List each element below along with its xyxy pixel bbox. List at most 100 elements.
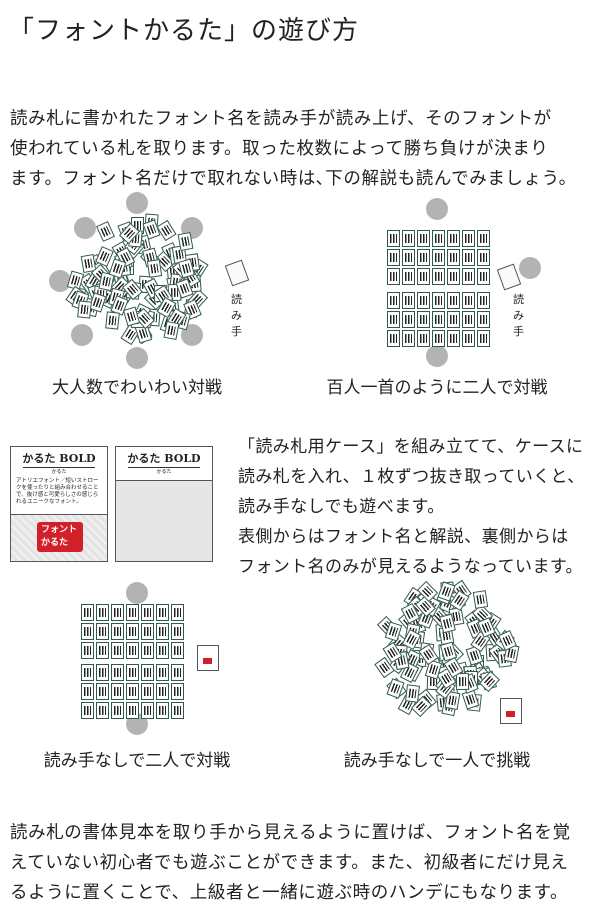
karuta-card	[156, 623, 169, 640]
karuta-card	[111, 604, 124, 621]
outro-line: るように置くことで、上級者と一緒に遊ぶ時のハンデにもなります。	[10, 883, 569, 903]
case-text-line: 表側からはフォント名と解説、裏側からは	[238, 527, 569, 547]
karuta-card	[111, 702, 124, 719]
karuta-card	[96, 604, 109, 621]
karuta-card	[417, 292, 430, 309]
karuta-card	[126, 623, 139, 640]
caption-group: 大人数でわいわい対戦	[52, 378, 222, 398]
karuta-card	[141, 683, 154, 700]
karuta-card	[387, 311, 400, 328]
reader-card-icon	[224, 259, 250, 287]
karuta-card	[76, 300, 92, 319]
intro-line: 使われている札を取ります。取った枚数によって勝ち負けが決まり	[10, 139, 549, 159]
karuta-card	[387, 268, 400, 285]
karuta-card	[111, 623, 124, 640]
karuta-card	[156, 702, 169, 719]
karuta-card	[462, 311, 475, 328]
karuta-card	[141, 664, 154, 681]
karuta-card	[96, 623, 109, 640]
karuta-card	[477, 268, 490, 285]
karuta-card	[81, 642, 94, 659]
karuta-card	[417, 249, 430, 266]
karuta-card	[432, 249, 445, 266]
player-icon	[519, 257, 541, 279]
player-icon	[71, 324, 93, 346]
karuta-card	[96, 683, 109, 700]
caption-pair: 百人一首のように二人で対戦	[326, 378, 548, 398]
outro-line: えていない初心者でも遊ぶことができます。また、初級者にだけ見え	[10, 853, 569, 873]
case-back: かるた BOLD かるた	[115, 446, 213, 562]
karuta-card	[447, 330, 460, 347]
karuta-card	[462, 249, 475, 266]
intro-line: ます。フォント名だけで取れない時は､下の解説も読んでみましょう。	[10, 169, 577, 189]
case-front-description: アトリエフォント／短いストロークを使ったりと組み合わせることで、抜け感と可愛らし…	[16, 478, 99, 505]
player-icon	[126, 582, 148, 604]
case-front-subtitle: かるた	[51, 469, 67, 475]
karuta-card	[146, 259, 163, 279]
karuta-card	[171, 642, 184, 659]
karuta-card	[462, 268, 475, 285]
karuta-card	[477, 311, 490, 328]
outro-paragraph: 読み札の書体見本を取り手から見えるように置けば、フォント名を覚 えていない初心者…	[10, 818, 571, 908]
karuta-card	[456, 673, 470, 691]
karuta-card	[417, 230, 430, 247]
karuta-card	[141, 702, 154, 719]
karuta-card	[477, 330, 490, 347]
karuta-card	[126, 683, 139, 700]
karuta-card	[387, 230, 400, 247]
intro-paragraph: 読み札に書かれたフォント名を読み手が読み上げ、そのフォントが 使われている札を取…	[10, 104, 577, 194]
case-front-title: かるた BOLD	[22, 452, 96, 465]
case-back-title: かるた BOLD	[127, 452, 201, 465]
karuta-card	[81, 702, 94, 719]
karuta-card	[171, 623, 184, 640]
karuta-card	[432, 311, 445, 328]
reader-label: 読み手	[513, 293, 524, 338]
karuta-card	[163, 321, 180, 341]
player-icon	[126, 347, 148, 369]
outro-line: 読み札の書体見本を取り手から見えるように置けば、フォント名を覚	[10, 823, 571, 843]
caption-solo: 読み手なしで一人で挑戦	[343, 751, 531, 771]
karuta-card	[171, 664, 184, 681]
reader-label: 読み手	[231, 293, 242, 338]
divider	[23, 467, 95, 468]
karuta-card	[126, 664, 139, 681]
karuta-card	[141, 604, 154, 621]
case-icon	[197, 645, 219, 671]
karuta-card	[156, 664, 169, 681]
karuta-card	[386, 678, 405, 699]
karuta-card	[404, 684, 420, 703]
karuta-card	[417, 311, 430, 328]
player-icon	[426, 198, 448, 220]
karuta-card	[477, 230, 490, 247]
player-icon	[126, 192, 148, 214]
karuta-card	[462, 230, 475, 247]
case-icon	[500, 698, 522, 724]
case-text-line: 読み手なしでも遊べます。	[238, 497, 445, 517]
karuta-card	[432, 268, 445, 285]
karuta-card	[111, 664, 124, 681]
karuta-card	[402, 330, 415, 347]
karuta-card	[141, 623, 154, 640]
karuta-card	[402, 311, 415, 328]
karuta-card	[141, 642, 154, 659]
karuta-card	[171, 683, 184, 700]
divider	[128, 467, 200, 468]
case-front: かるた BOLD かるた アトリエフォント／短いストロークを使ったりと組み合わせ…	[10, 446, 108, 562]
karuta-logo: フォントかるた	[37, 522, 83, 552]
karuta-card	[126, 642, 139, 659]
karuta-card	[402, 249, 415, 266]
karuta-card	[95, 221, 115, 243]
karuta-card	[96, 664, 109, 681]
karuta-card	[447, 311, 460, 328]
karuta-card	[477, 292, 490, 309]
karuta-card	[432, 230, 445, 247]
karuta-card	[111, 683, 124, 700]
karuta-card	[156, 220, 177, 242]
karuta-card	[417, 330, 430, 347]
case-back-pocket	[116, 480, 212, 561]
karuta-card	[171, 702, 184, 719]
karuta-card	[81, 683, 94, 700]
karuta-card	[462, 292, 475, 309]
karuta-card	[462, 330, 475, 347]
karuta-card	[96, 702, 109, 719]
